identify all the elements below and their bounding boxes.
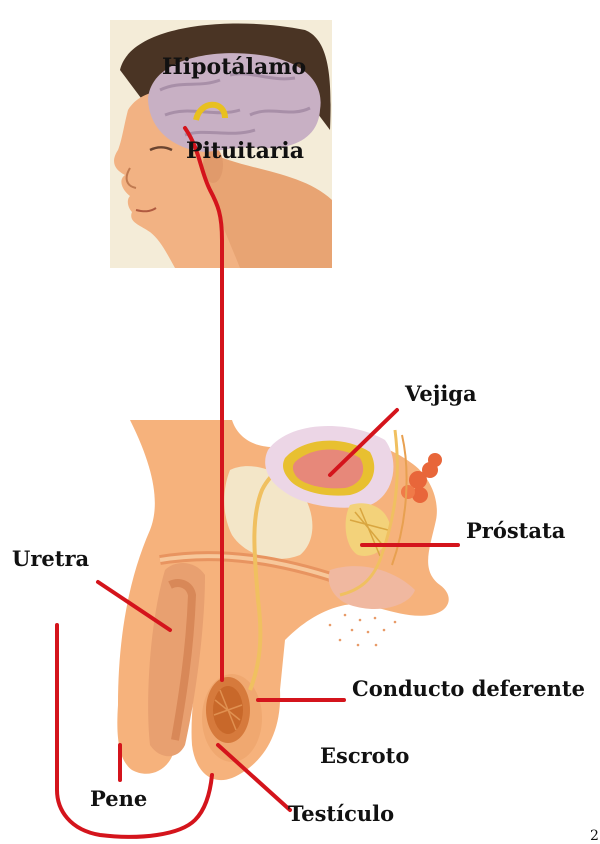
label-escroto: Escroto: [320, 745, 409, 766]
label-prostata: Próstata: [466, 520, 565, 541]
pelvis-illustration: [117, 420, 448, 780]
label-pituitaria: Pituitaria: [186, 140, 304, 162]
label-pene: Pene: [90, 788, 147, 809]
page-number: 2: [590, 828, 599, 844]
label-vejiga: Vejiga: [405, 383, 477, 404]
label-uretra: Uretra: [12, 548, 89, 569]
label-testiculo: Testículo: [288, 803, 394, 824]
label-hipotalamo: Hipotálamo: [162, 56, 306, 78]
label-conducto-deferente: Conducto deferente: [352, 678, 585, 699]
